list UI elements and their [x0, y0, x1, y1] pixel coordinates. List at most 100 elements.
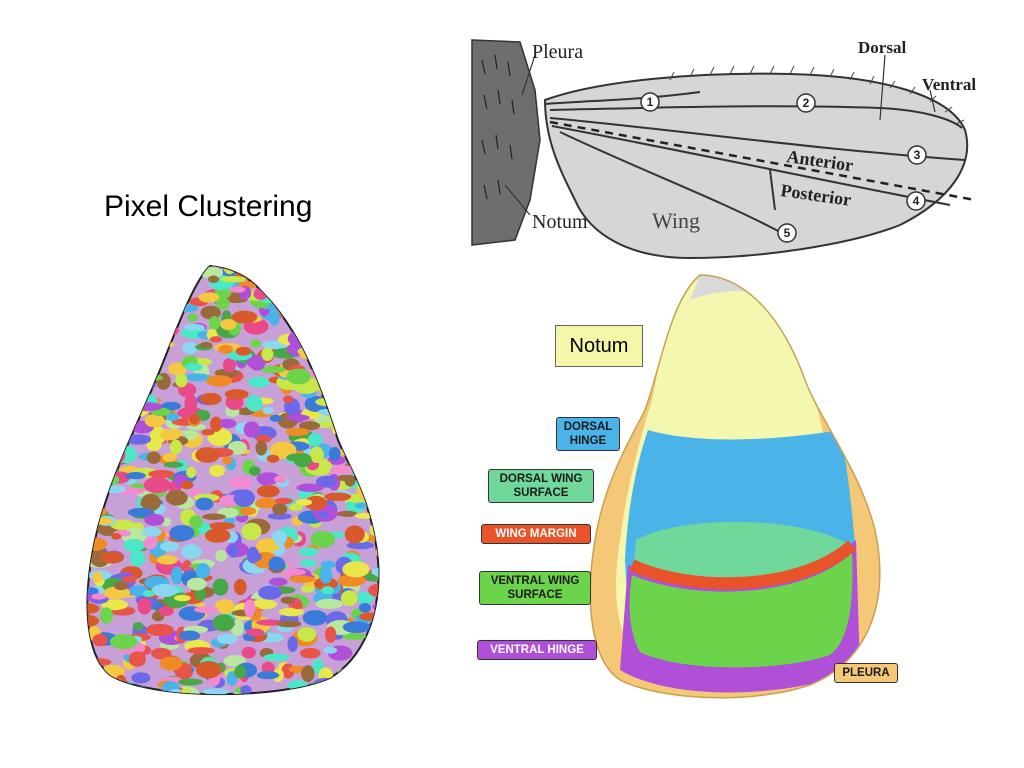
cluster-patch	[183, 373, 211, 382]
cluster-patch	[184, 362, 203, 372]
tip-region	[690, 275, 750, 300]
cluster-patch	[159, 428, 181, 441]
cluster-patch	[330, 465, 355, 475]
cluster-patch	[159, 656, 183, 671]
cluster-patch	[165, 412, 180, 421]
cluster-patch	[125, 434, 152, 445]
cluster-patch	[87, 587, 99, 595]
ventral-wing-surface-label: VENTRAL WING SURFACE	[479, 571, 591, 605]
cluster-patch	[222, 456, 233, 465]
cluster-patch	[286, 453, 308, 462]
cluster-patch	[268, 577, 288, 587]
cluster-patch	[184, 323, 205, 331]
cluster-patch	[256, 472, 281, 485]
cluster-patch	[87, 603, 100, 614]
cluster-patch	[260, 366, 286, 374]
cluster-patch	[337, 574, 366, 587]
cluster-patch	[137, 597, 152, 615]
cluster-patch	[127, 507, 154, 518]
cluster-patch	[182, 342, 199, 355]
cluster-patch	[272, 503, 288, 516]
cluster-patch	[207, 275, 220, 283]
cluster-patch	[320, 560, 336, 569]
cluster-patch	[220, 275, 247, 283]
cluster-patch	[140, 493, 161, 512]
cluster-patch	[246, 546, 260, 564]
cluster-patch	[144, 413, 165, 428]
cluster-patch	[208, 316, 221, 330]
cluster-patch	[256, 671, 280, 680]
cluster-patch	[215, 549, 227, 562]
cluster-patch	[208, 522, 236, 530]
cluster-patch	[248, 376, 270, 388]
cluster-patch	[241, 646, 256, 659]
cluster-patch	[304, 495, 328, 511]
cluster-patch	[125, 472, 146, 480]
cluster-patch	[218, 344, 234, 354]
cluster-patch	[297, 627, 317, 642]
cluster-patch	[256, 619, 283, 626]
cluster-patch	[195, 497, 214, 511]
cluster-patch	[309, 446, 324, 464]
cluster-patch	[162, 452, 177, 462]
cluster-patch	[169, 525, 195, 542]
cluster-patch	[228, 286, 246, 293]
cluster-patch	[286, 368, 311, 385]
cluster-patch	[241, 522, 262, 541]
cluster-patch	[206, 375, 233, 387]
cluster-patch	[175, 373, 188, 388]
cluster-patch	[282, 395, 294, 404]
cluster-patch	[216, 633, 238, 645]
cluster-patch	[287, 636, 298, 653]
cluster-patch	[223, 655, 246, 667]
cluster-patch	[288, 503, 303, 512]
cluster-patch	[321, 586, 334, 595]
cluster-patch	[298, 421, 321, 431]
cluster-patch	[199, 392, 222, 405]
cluster-patch	[92, 633, 108, 647]
cluster-patch	[212, 578, 229, 596]
cluster-patch	[261, 347, 274, 361]
cluster-patch	[187, 313, 198, 323]
vein-3-label: 3	[914, 148, 921, 162]
cluster-patch	[292, 602, 303, 610]
cluster-patch	[169, 439, 183, 455]
cluster-patch	[358, 602, 372, 613]
cluster-patch	[368, 583, 379, 598]
wing-margin-label: WING MARGIN	[481, 524, 591, 544]
cluster-patch	[215, 297, 230, 310]
cluster-patch	[258, 585, 282, 600]
dorsal-hinge-line-2: HINGE	[569, 435, 607, 447]
cluster-patch	[342, 632, 367, 640]
dorsal-wing-surface-line-1: DORSAL WING	[499, 473, 583, 485]
cluster-patch	[289, 575, 315, 583]
cluster-patch	[278, 607, 304, 617]
cluster-patch	[310, 530, 336, 548]
vein-2-label: 2	[803, 96, 810, 110]
cluster-patch	[263, 653, 290, 662]
cluster-patch	[186, 577, 207, 591]
cluster-patch	[195, 661, 222, 679]
pleura-text: Pleura	[532, 41, 583, 63]
cluster-patch	[179, 630, 201, 641]
slide-title: Pixel Clustering	[104, 190, 313, 223]
cluster-patch	[142, 526, 162, 537]
cluster-patch	[220, 319, 237, 330]
cluster-patch	[234, 578, 247, 596]
cluster-patch	[132, 622, 144, 631]
cluster-patch	[224, 389, 249, 400]
cluster-patch	[222, 358, 236, 373]
cluster-patch	[258, 544, 280, 552]
cluster-patch	[159, 541, 180, 552]
cluster-patch	[193, 606, 219, 613]
cluster-patch	[285, 414, 310, 422]
cluster-patch	[144, 513, 165, 526]
cluster-patch	[209, 464, 226, 477]
cluster-patch	[328, 446, 341, 461]
cluster-patch	[121, 576, 137, 583]
cluster-patch	[255, 440, 268, 456]
cluster-patch	[244, 599, 256, 618]
cluster-patch	[180, 687, 192, 695]
